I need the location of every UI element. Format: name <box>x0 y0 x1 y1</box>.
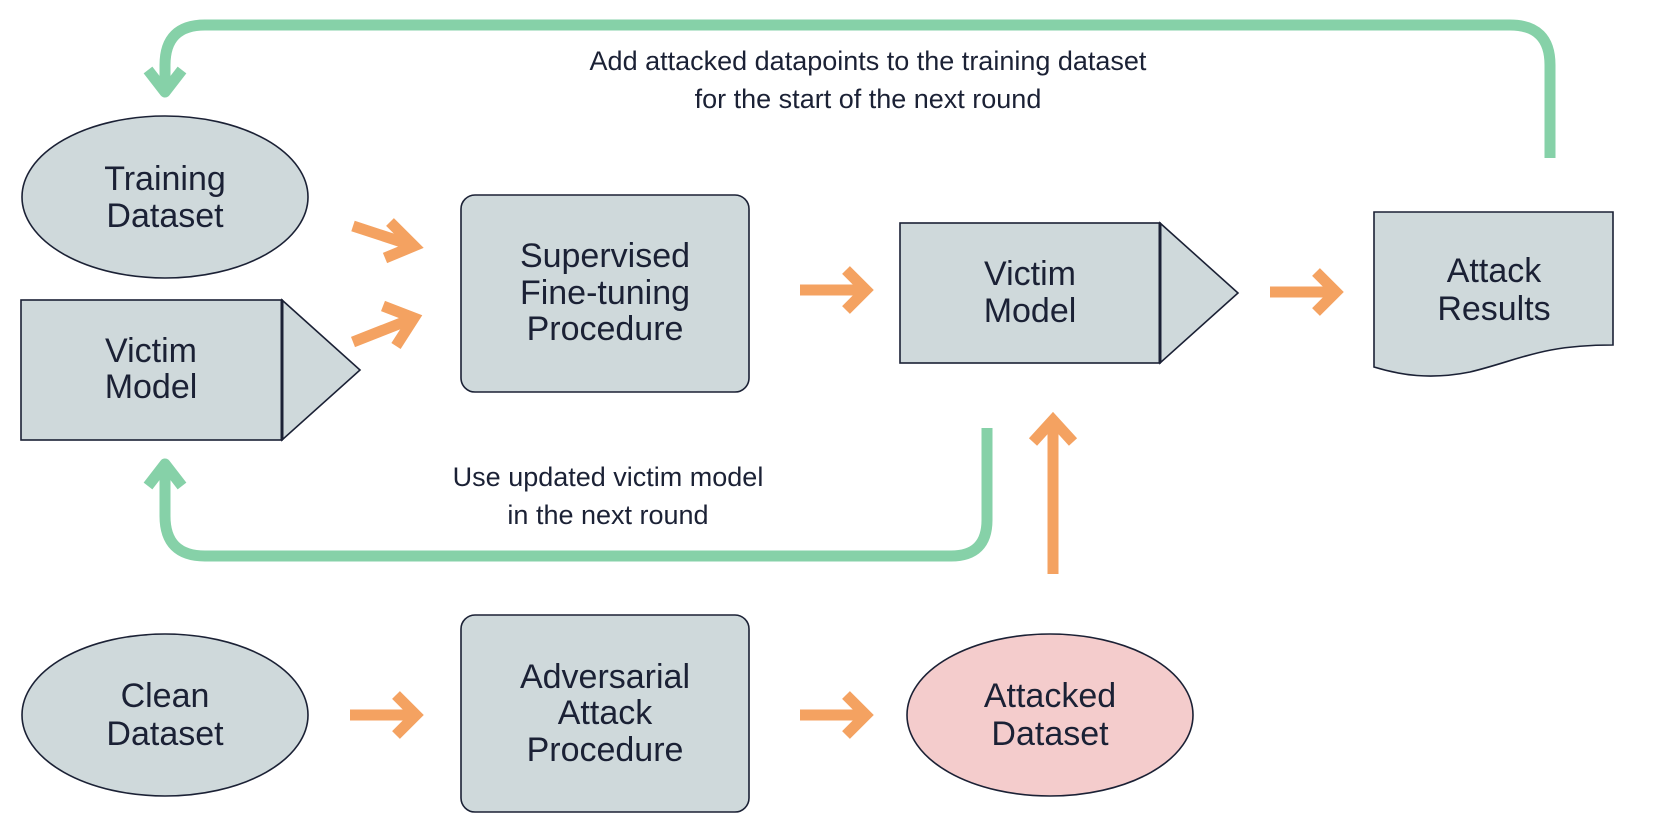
victim-model-center-label-line2: Model <box>984 292 1077 330</box>
adversarial-label-line1: Adversarial <box>520 658 690 696</box>
bottom-loop-line <box>159 428 993 562</box>
top-loop-line <box>159 19 1556 158</box>
top-loop-caption: Add attacked datapoints to the training … <box>590 46 1147 114</box>
victim-model-left-node: Victim Model <box>20 298 362 442</box>
sft-label-line1: Supervised <box>520 237 690 275</box>
training-dataset-label-line2: Dataset <box>106 197 224 235</box>
victim-model-left-label-line1: Victim <box>105 332 197 370</box>
top-feedback-loop <box>143 19 1556 158</box>
top-loop-caption-line2: for the start of the next round <box>695 84 1042 114</box>
arrow-clean-to-adversarial <box>350 691 424 739</box>
training-dataset-label-line1: Training <box>104 160 226 198</box>
victim-model-center-node: Victim Model <box>899 221 1240 365</box>
attack-results-label-line2: Results <box>1437 290 1550 328</box>
clean-dataset-node: Clean Dataset <box>21 633 309 797</box>
adversarial-label-line2: Attack <box>558 694 653 732</box>
arrow-victim-left-to-sft <box>350 300 423 349</box>
bottom-loop-caption-line1: Use updated victim model <box>453 462 764 492</box>
attack-results-node: Attack Results <box>1373 211 1614 377</box>
top-loop-arrowhead <box>143 66 187 98</box>
top-loop-caption-line1: Add attacked datapoints to the training … <box>590 46 1147 76</box>
adversarial-attack-node: Adversarial Attack Procedure <box>460 614 750 813</box>
arrow-sft-to-victim-center <box>800 266 874 314</box>
attack-results-label-line1: Attack <box>1447 252 1542 290</box>
arrow-attacked-to-victim-center <box>1028 411 1078 574</box>
supervised-finetuning-node: Supervised Fine-tuning Procedure <box>460 194 750 393</box>
bottom-loop-caption-line2: in the next round <box>507 500 708 530</box>
attacked-dataset-label-line1: Attacked <box>984 677 1116 715</box>
bottom-loop-arrowhead <box>143 458 187 490</box>
victim-model-center-label-line1: Victim <box>984 255 1076 293</box>
bottom-feedback-loop <box>143 428 993 562</box>
attacked-dataset-node: Attacked Dataset <box>906 633 1194 797</box>
sft-label-line3: Procedure <box>527 310 684 348</box>
training-dataset-node: Training Dataset <box>21 115 309 279</box>
sft-label-line2: Fine-tuning <box>520 274 690 312</box>
clean-dataset-label-line1: Clean <box>121 677 210 715</box>
bottom-loop-caption: Use updated victim model in the next rou… <box>453 462 764 530</box>
attacked-dataset-label-line2: Dataset <box>991 715 1109 753</box>
arrow-victim-center-to-results <box>1270 268 1344 316</box>
clean-dataset-label-line2: Dataset <box>106 715 224 753</box>
arrow-adversarial-to-attacked <box>800 691 874 739</box>
victim-model-left-label-line2: Model <box>105 368 198 406</box>
adversarial-label-line3: Procedure <box>527 731 684 769</box>
arrow-training-to-sft <box>351 218 424 264</box>
